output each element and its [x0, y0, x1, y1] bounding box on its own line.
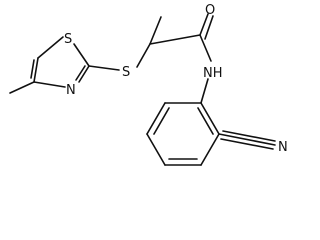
bond-thiazole-n3-c4 — [33, 81, 66, 88]
bond-benzene-6 — [200, 102, 220, 135]
bond-nitrile-1 — [218, 133, 276, 146]
bond-benzene-3 — [146, 133, 166, 166]
bond-thiazole-s-linker — [88, 65, 120, 71]
bond-carbonyl-oxygen-double — [204, 15, 214, 40]
chemical-structure-canvas: S N S O NH N — [9, 3, 288, 166]
bond-thiazole-c2-n3-double — [75, 65, 86, 81]
bond-nitrile-2 — [220, 138, 274, 150]
bond-alpha-methyl — [149, 16, 162, 45]
bond-s-alpha-carbon — [136, 43, 151, 68]
bond-carbonyl-amide-n — [199, 34, 212, 62]
atom-amide-nitrogen: NH — [203, 66, 223, 81]
bond-benzene-2 — [146, 102, 166, 135]
bond-alpha-carbonyl — [149, 34, 201, 45]
bond-nitrile-3 — [222, 130, 276, 142]
atom-ring-sulfur: S — [64, 32, 72, 47]
atom-ring-nitrogen: N — [66, 83, 76, 98]
atom-nitrile-nitrogen: N — [278, 140, 288, 155]
bond-thiazole-s1-c2 — [73, 43, 90, 67]
atom-linker-sulfur: S — [122, 65, 130, 80]
bond-benzene-inner-3 — [197, 107, 214, 135]
bond-carbonyl-oxygen — [199, 13, 209, 36]
atom-carbonyl-oxygen: O — [205, 3, 215, 18]
bond-thiazole-c4-c5-double — [30, 59, 35, 79]
bond-amide-n-benzene — [200, 78, 209, 104]
bond-benzene-5 — [200, 133, 220, 166]
bond-thiazole-c5-s1 — [37, 36, 64, 59]
atom-labels: S N S O NH N — [64, 3, 288, 155]
bond-thiazole-c2-n3 — [78, 65, 90, 83]
bond-methyl-thiazole — [9, 81, 35, 94]
bond-lines — [9, 13, 276, 166]
bond-benzene-inner-1 — [153, 107, 170, 135]
bond-thiazole-c4-c5 — [33, 57, 39, 83]
molecule-diagram: S N S O NH N — [9, 3, 288, 166]
